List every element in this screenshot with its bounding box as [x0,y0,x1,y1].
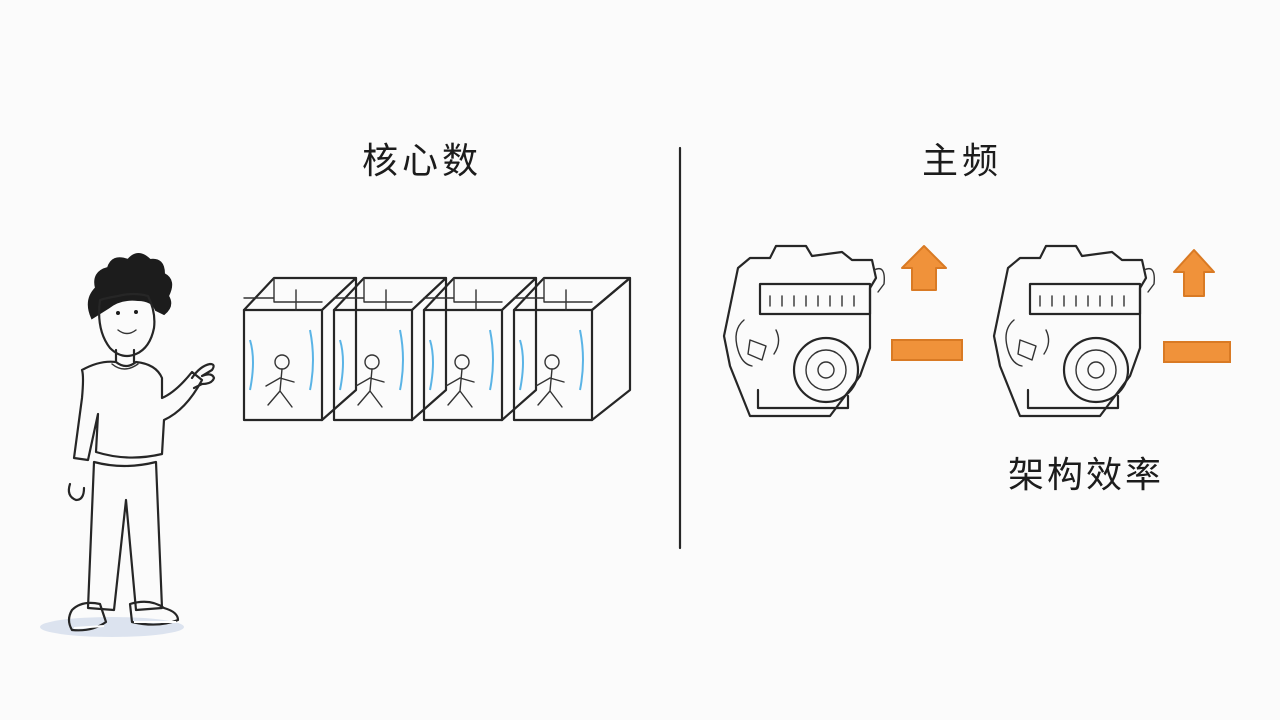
arrow-up-icon [1173,249,1215,297]
runner-figure [445,354,475,408]
core-box-icon [332,276,448,422]
engine-icon [722,244,885,418]
cores-heading: 核心数 [362,141,483,182]
core-boxes-group [242,276,632,422]
core-box-icon [242,276,358,422]
core-box-icon [422,276,538,422]
level-bar-icon [891,339,963,361]
architecture-label: 架构效率 [1008,455,1165,496]
runner-figure [355,354,385,408]
person-pointing-icon [40,253,216,637]
frequency-heading: 主频 [922,141,1003,182]
runner-figure [535,354,565,408]
core-box-icon [512,276,632,422]
arrow-up-icon [901,245,947,291]
engine-icon [992,244,1155,418]
level-bar-icon [1163,341,1231,363]
runner-figure [265,354,295,408]
